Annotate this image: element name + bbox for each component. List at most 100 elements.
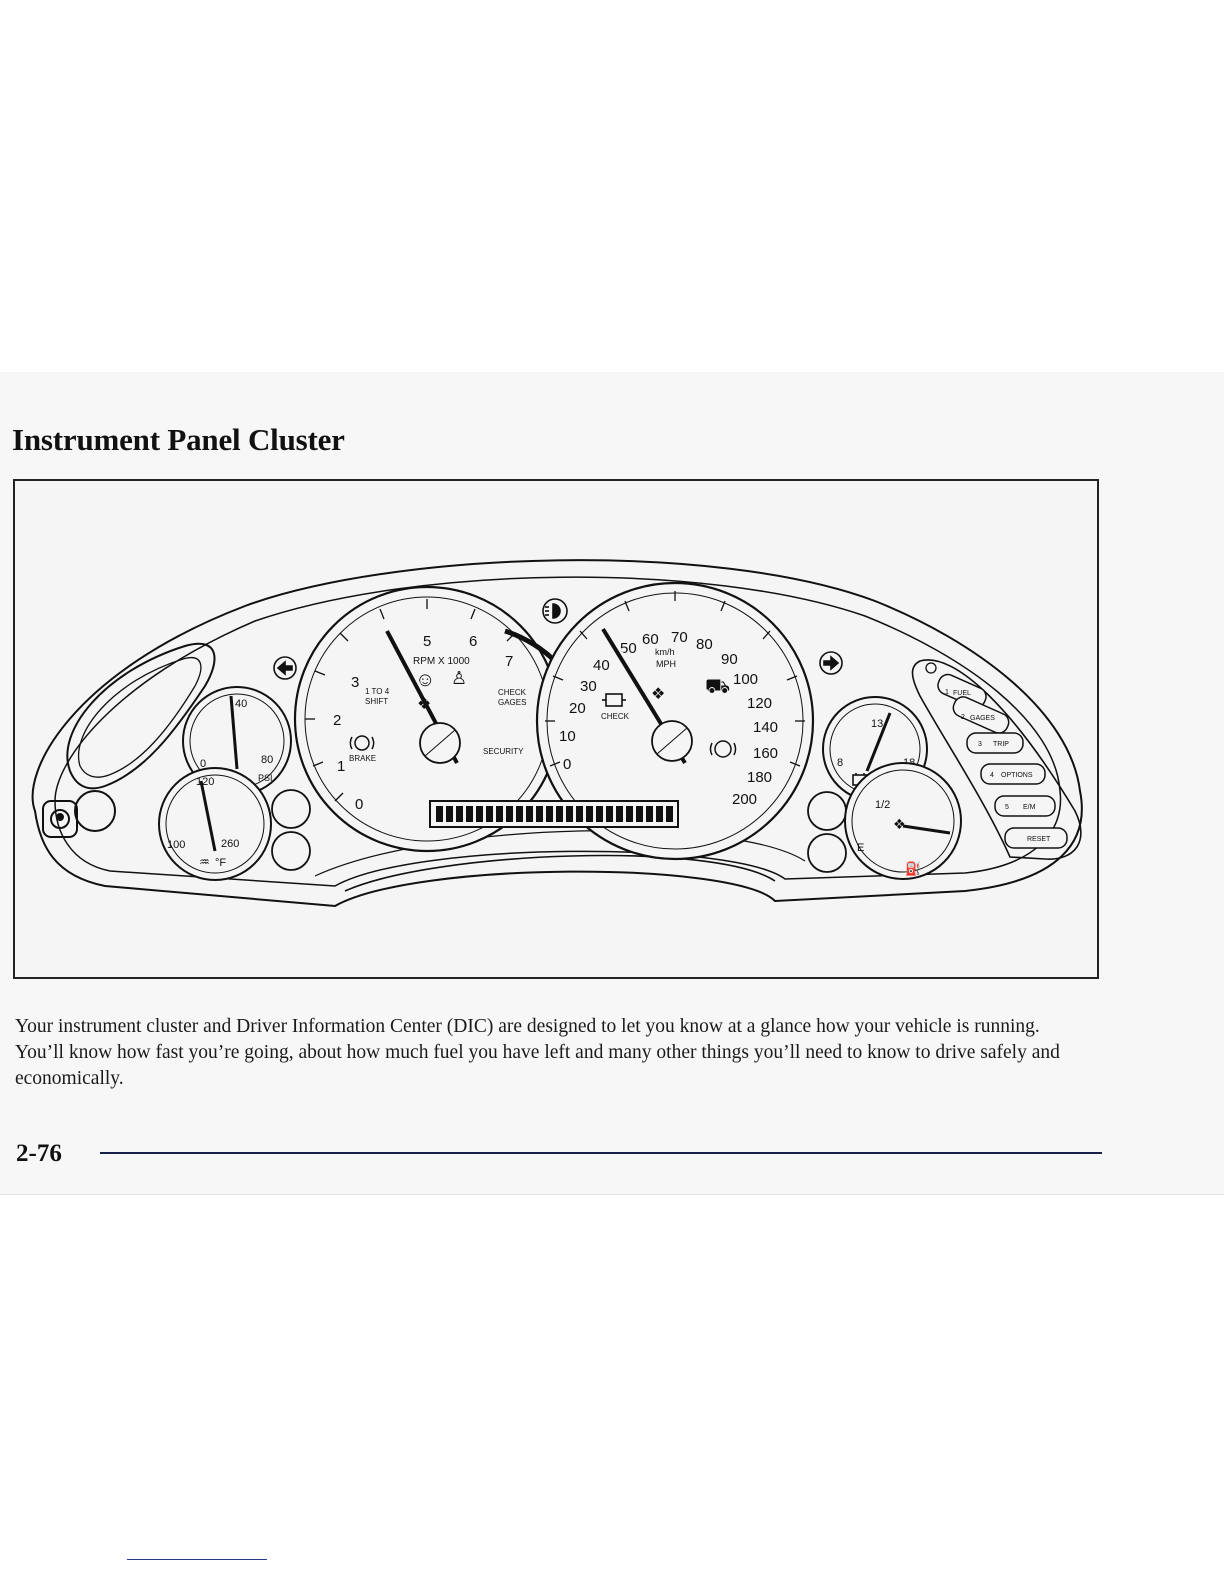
dic-panel (911, 659, 1082, 860)
tach-tick-7: 7 (505, 653, 513, 670)
dic-button-options-number: 4 (990, 772, 994, 779)
dic-segment (636, 806, 643, 822)
page-title: Instrument Panel Cluster (12, 422, 345, 457)
shift-label-line1: 1 TO 4 (365, 687, 390, 696)
volt-tick-top: 13 (871, 718, 883, 730)
lamp-switch (42, 790, 116, 838)
dic-button-trip[interactable]: 3 TRIP (966, 732, 1024, 754)
dic-button-gages-label: GAGES (970, 715, 995, 722)
dic-button-gages-number: 2 (961, 714, 965, 721)
oil-tick-low: 0 (200, 758, 206, 770)
kmh-unit-label: km/h (655, 647, 675, 657)
mph-tick-30: 30 (580, 678, 597, 695)
dic-segment (626, 806, 633, 822)
corvette-logo-icon-2: ❖ (651, 686, 665, 703)
dic-segment (466, 806, 473, 822)
mph-tick-40: 40 (593, 657, 610, 674)
mph-tick-50: 50 (620, 640, 637, 657)
tach-tick-3: 3 (351, 674, 359, 691)
dic-segment (616, 806, 623, 822)
dic-segment (476, 806, 483, 822)
dic-segment (456, 806, 463, 822)
coolant-temp-gauge: 100 120 260 °F ♒ (158, 767, 272, 881)
dic-segment (666, 806, 673, 822)
dic-reset-button[interactable]: RESET (1004, 827, 1068, 849)
abs-icon (709, 740, 737, 758)
dic-button-fuel-number: 1 (945, 689, 949, 696)
dic-button-options[interactable]: 4 OPTIONS (980, 763, 1046, 785)
seatbelt-icon: ♙ (451, 668, 467, 688)
dic-button-trip-label: TRIP (993, 741, 1009, 748)
dic-segment (576, 806, 583, 822)
dic-button-gages[interactable]: 2 GAGES (950, 694, 1011, 736)
mph-tick-90: 90 (721, 651, 738, 668)
dic-segment (526, 806, 533, 822)
oil-unit-label: PSI (258, 773, 273, 783)
dic-segment (446, 806, 453, 822)
mph-tick-80: 80 (696, 636, 713, 653)
fuel-pump-icon: ⛽ (905, 861, 921, 876)
right-turn-signal-icon (819, 651, 843, 675)
brake-warning-icon (349, 735, 375, 751)
mph-tick-70: 70 (671, 629, 688, 646)
tach-unit-label: RPM X 1000 (413, 656, 470, 667)
fuel-tick-half: 1/2 (875, 799, 890, 811)
mph-tick-60: 60 (642, 631, 659, 648)
dic-segment (506, 806, 513, 822)
speedometer: 0 10 20 30 40 50 60 70 80 90 100 120 140… (535, 581, 815, 861)
coolant-icon: ♒ (199, 855, 210, 869)
security-label: SECURITY (483, 747, 524, 756)
footer-rule (100, 1152, 1102, 1154)
tach-tick-1: 1 (337, 758, 345, 775)
check-gages-line1: CHECK (498, 688, 527, 697)
tach-tick-6: 6 (469, 633, 477, 650)
coolant-tick-high: 260 (221, 838, 239, 850)
dic-segment (536, 806, 543, 822)
oil-tick-high: 80 (261, 754, 273, 766)
oil-tick-top: 40 (235, 698, 247, 710)
dic-button-em[interactable]: 5 E/M (994, 795, 1056, 817)
mph-tick-100: 100 (733, 671, 758, 688)
tach-tick-5: 5 (423, 633, 431, 650)
instrument-cluster-figure: 0 1 2 3 5 6 7 RPM X 1000 1 TO 4 SHIFT BR… (13, 479, 1099, 979)
dic-segment (486, 806, 493, 822)
cluster-housing (31, 559, 1083, 908)
dic-button-fuel-label: FUEL (953, 690, 971, 697)
dic-segment (606, 806, 613, 822)
left-vent (66, 642, 216, 790)
cluster-illustration: 0 1 2 3 5 6 7 RPM X 1000 1 TO 4 SHIFT BR… (31, 559, 1083, 908)
corvette-logo-icon-3: ❖ (893, 816, 906, 832)
dic-reset-label: RESET (1027, 836, 1051, 843)
dic-segment (546, 806, 553, 822)
dic-button-trip-number: 3 (978, 741, 982, 748)
dic-segment (656, 806, 663, 822)
dic-segment (566, 806, 573, 822)
tach-tick-0: 0 (355, 796, 363, 813)
brake-label: BRAKE (349, 754, 376, 763)
fuel-gauge: 1/2 E ⛽ ❖ (844, 762, 962, 880)
mph-tick-180: 180 (747, 769, 772, 786)
dic-segment (586, 806, 593, 822)
mph-tick-120: 120 (747, 695, 772, 712)
mph-unit-label: MPH (656, 659, 676, 669)
mph-tick-140: 140 (753, 719, 778, 736)
airbag-icon: ☺ (415, 669, 435, 691)
shift-label-line2: SHIFT (365, 697, 388, 706)
mph-tick-200: 200 (732, 791, 757, 808)
coolant-unit-label: °F (215, 857, 226, 869)
dic-segment (436, 806, 443, 822)
check-engine-icon (602, 693, 626, 707)
tach-tick-2: 2 (333, 712, 341, 729)
dic-segment (646, 806, 653, 822)
check-gages-line2: GAGES (498, 698, 526, 707)
dic-button-group: 1 FUEL 2 GAGES 3 TRIP 4 OPTIONS 5 E/ (925, 662, 1068, 849)
dic-segment (596, 806, 603, 822)
dic-button-em-number: 5 (1005, 804, 1009, 811)
high-beam-icon (542, 598, 568, 624)
dic-segment (556, 806, 563, 822)
page-number: 2-76 (16, 1140, 62, 1167)
dic-segment (496, 806, 503, 822)
volt-tick-low: 8 (837, 757, 843, 769)
coolant-tick-top: 120 (196, 776, 214, 788)
dic-display (429, 800, 679, 828)
